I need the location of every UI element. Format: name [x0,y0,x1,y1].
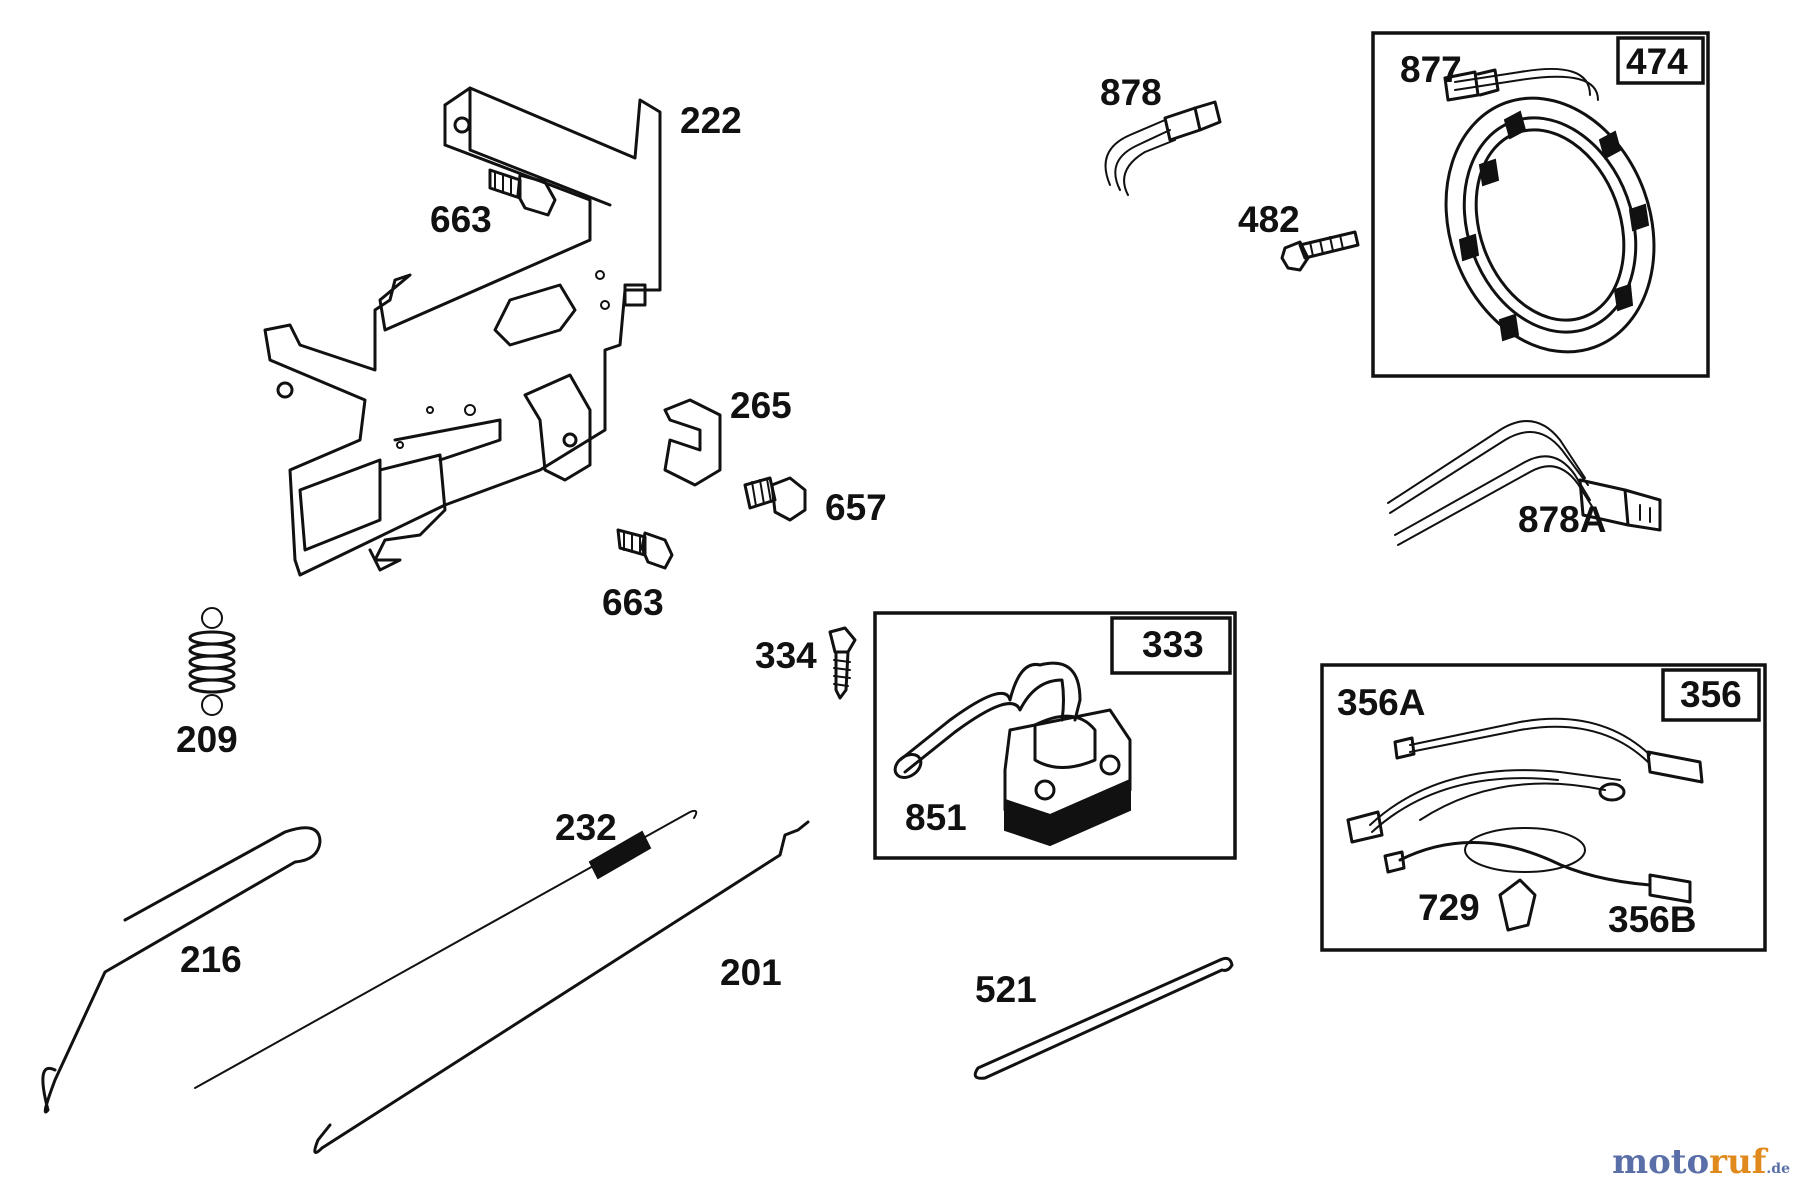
label-201: 201 [720,952,782,993]
spring-209-part [188,607,236,716]
label-216: 216 [180,939,242,980]
control-bracket-part [263,86,662,577]
label-265: 265 [730,385,792,426]
connector-878-part [1104,100,1222,196]
clip-265-part [663,398,722,487]
label-663-upper: 663 [430,199,492,240]
label-356a: 356A [1337,682,1425,723]
screw-482-part [1280,230,1360,272]
screw-663-lower-part [616,528,674,570]
label-474: 474 [1626,41,1688,82]
label-878a: 878A [1518,499,1606,540]
label-657: 657 [825,487,887,528]
watermark-part-3: .de [1766,1161,1790,1177]
label-521: 521 [975,969,1037,1010]
label-878: 878 [1100,72,1162,113]
cable-232-part [194,809,698,1089]
label-232: 232 [555,807,617,848]
label-209: 209 [176,719,238,760]
label-334: 334 [755,635,817,676]
ignition-coil-333-box [873,611,1237,860]
watermark-logo: motoruf.de [1612,1142,1790,1182]
label-729: 729 [1418,887,1480,928]
label-851: 851 [905,797,967,838]
rod-216-part [41,826,322,1114]
harness-878a-part [1387,420,1662,546]
label-333: 333 [1142,624,1204,665]
label-663-lower: 663 [602,582,664,623]
label-356b: 356B [1608,899,1696,940]
wiring-harness-356-box [1320,663,1767,952]
label-482: 482 [1238,199,1300,240]
label-877: 877 [1400,49,1462,90]
screw-657-part [743,476,807,522]
tube-521-part [973,956,1234,1080]
label-356: 356 [1680,674,1742,715]
rod-201-part [313,820,810,1154]
alternator-474-box [1371,31,1710,378]
label-222: 222 [680,100,742,141]
watermark-part-1: moto [1612,1142,1710,1182]
watermark-part-2: ruf [1709,1142,1767,1182]
screw-334-part [828,626,857,700]
screw-663-upper-part [488,168,557,217]
